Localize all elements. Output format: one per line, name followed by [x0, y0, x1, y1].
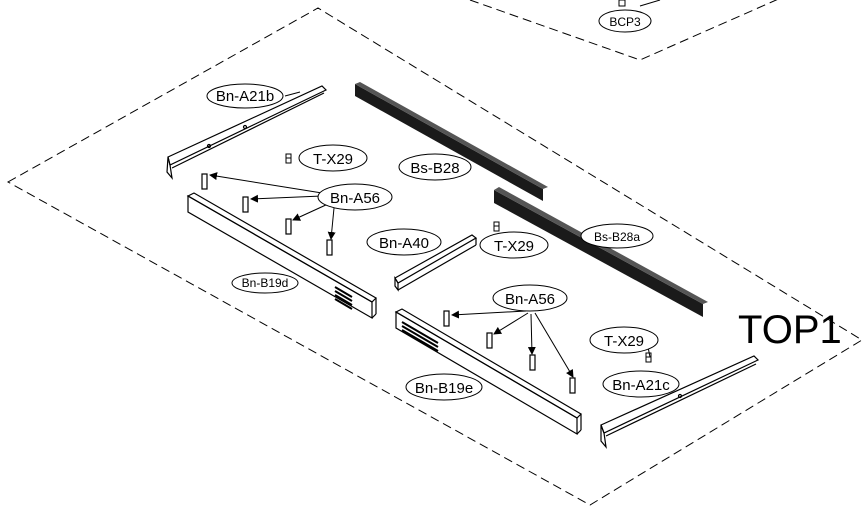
- callout-bs-b28: Bs-B28: [398, 153, 472, 181]
- callout-bn-a21b: Bn-A21b: [206, 83, 284, 109]
- svg-text:T-X29: T-X29: [604, 333, 644, 350]
- dashed-boundary: [6, 7, 863, 506]
- part-bn-a56-left: [201, 173, 333, 256]
- svg-text:Bs-B28a: Bs-B28a: [594, 230, 640, 244]
- svg-text:Bn-A56: Bn-A56: [330, 190, 380, 207]
- callout-bn-a21c: Bn-A21c: [602, 370, 680, 398]
- callout-bn-a56-left: Bn-A56: [317, 183, 393, 211]
- part-bn-b19e: [394, 308, 582, 436]
- svg-text:T-X29: T-X29: [313, 151, 353, 168]
- svg-text:BCP3: BCP3: [609, 15, 641, 29]
- svg-text:Bn-B19e: Bn-B19e: [415, 380, 473, 397]
- callout-bn-b19e: Bn-B19e: [405, 373, 483, 401]
- part-bn-a21b: [166, 85, 328, 181]
- part-bn-a56-right: [443, 310, 576, 394]
- part-t-x29-top: [285, 153, 292, 164]
- callout-bn-b19d: Bn-B19d: [231, 272, 299, 294]
- svg-text:Bn-A56: Bn-A56: [505, 291, 555, 308]
- svg-text:Bn-B19d: Bn-B19d: [242, 276, 289, 290]
- callout-bs-b28a: Bs-B28a: [580, 223, 654, 249]
- diagram-title: TOP1: [738, 308, 842, 352]
- svg-text:Bn-A21c: Bn-A21c: [612, 377, 670, 394]
- part-bn-a40: [394, 234, 478, 292]
- svg-text:Bs-B28: Bs-B28: [410, 160, 459, 177]
- part-bn-a21c: [600, 355, 760, 450]
- callout-t-x29-top: T-X29: [298, 144, 368, 172]
- dashed-boundary-top-right: [469, 0, 778, 61]
- part-bn-b19d: [186, 192, 377, 320]
- callout-t-x29-right: T-X29: [589, 326, 659, 354]
- part-bcp3: [618, 0, 661, 7]
- svg-text:T-X29: T-X29: [494, 238, 534, 255]
- part-t-x29-mid: [493, 221, 500, 232]
- part-bs-b28: [355, 82, 548, 201]
- svg-text:Bn-A21b: Bn-A21b: [216, 88, 274, 105]
- callout-bn-a56-right: Bn-A56: [492, 284, 568, 312]
- callout-t-x29-mid: T-X29: [479, 231, 549, 259]
- part-t-x29-right: [645, 352, 652, 363]
- svg-text:Bn-A40: Bn-A40: [379, 235, 429, 252]
- callout-bcp3: BCP3: [598, 9, 652, 33]
- leader-arrows: [209, 91, 651, 378]
- callout-bn-a40: Bn-A40: [366, 228, 442, 256]
